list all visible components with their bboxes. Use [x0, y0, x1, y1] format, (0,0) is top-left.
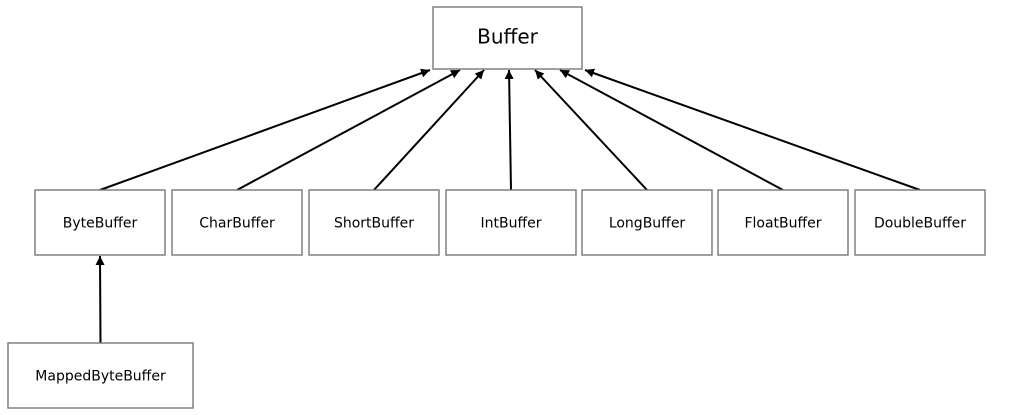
- class-box-buffer: [432, 6, 583, 70]
- inheritance-arrow-double-to-buffer: [584, 68, 921, 191]
- inheritance-arrow-char-to-buffer: [236, 69, 461, 191]
- class-box-float: [717, 189, 849, 256]
- class-box-double: [854, 189, 986, 256]
- inheritance-arrow-long-to-buffer: [534, 69, 648, 191]
- class-node-char: CharBuffer: [171, 189, 303, 256]
- class-box-mapped: [7, 342, 194, 409]
- class-node-int: IntBuffer: [445, 189, 577, 256]
- class-node-byte: ByteBuffer: [34, 189, 166, 256]
- class-node-mapped: MappedByteBuffer: [7, 342, 194, 409]
- class-node-double: DoubleBuffer: [854, 189, 986, 256]
- class-label-short: ShortBuffer: [334, 216, 414, 232]
- class-label-float: FloatBuffer: [744, 216, 821, 232]
- class-label-byte: ByteBuffer: [63, 216, 138, 232]
- class-box-int: [445, 189, 577, 256]
- inheritance-arrow-mapped-to-byte: [95, 255, 105, 344]
- class-node-short: ShortBuffer: [308, 189, 440, 256]
- class-label-mapped: MappedByteBuffer: [35, 369, 166, 385]
- class-label-char: CharBuffer: [199, 216, 275, 232]
- class-box-short: [308, 189, 440, 256]
- inheritance-arrow-int-to-buffer: [504, 69, 514, 191]
- class-node-float: FloatBuffer: [717, 189, 849, 256]
- inheritance-arrow-short-to-buffer: [373, 69, 485, 191]
- class-box-long: [581, 189, 713, 256]
- class-label-int: IntBuffer: [481, 216, 542, 232]
- class-label-long: LongBuffer: [609, 216, 686, 232]
- class-node-long: LongBuffer: [581, 189, 713, 256]
- class-label-double: DoubleBuffer: [874, 216, 966, 232]
- class-node-buffer: Buffer: [432, 6, 583, 70]
- inheritance-arrow-float-to-buffer: [559, 69, 784, 191]
- edges-layer: [95, 68, 921, 344]
- class-label-buffer: Buffer: [477, 25, 538, 49]
- class-box-byte: [34, 189, 166, 256]
- class-box-char: [171, 189, 303, 256]
- inheritance-arrow-byte-to-buffer: [99, 68, 431, 191]
